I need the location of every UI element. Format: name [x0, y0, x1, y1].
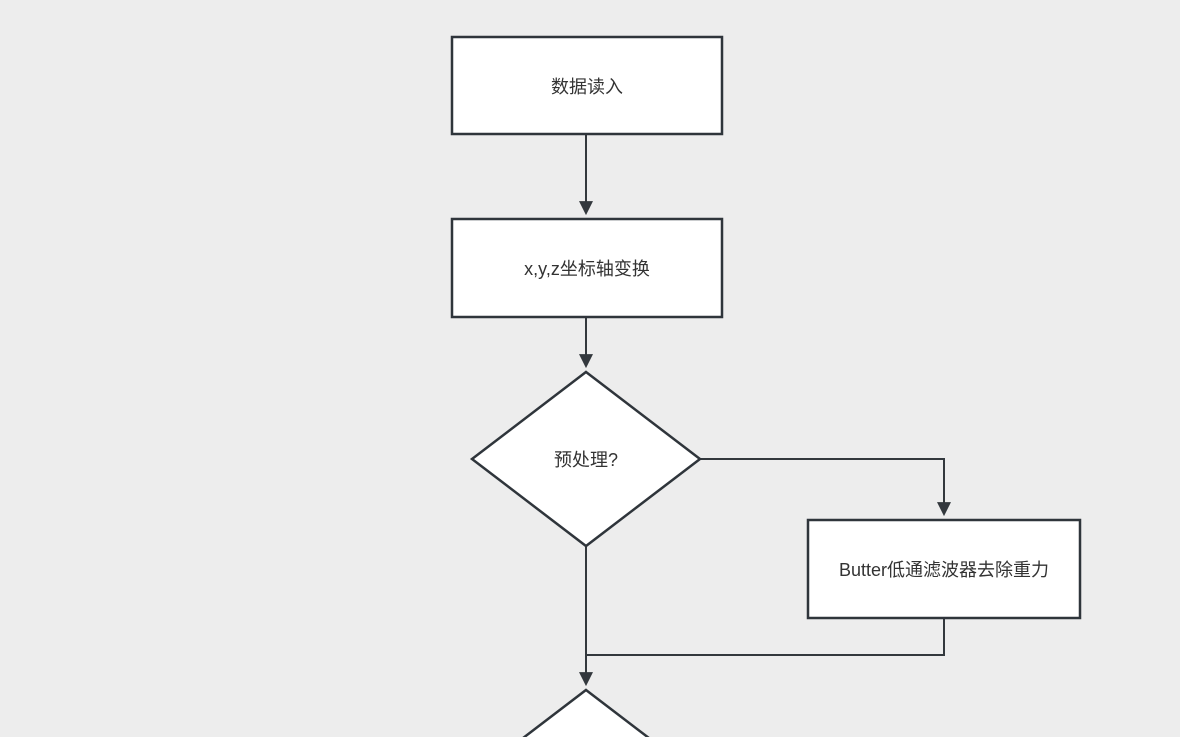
- connector-decision-to-butter[interactable]: [700, 458, 951, 517]
- node-xyz-transform-label: x,y,z坐标轴变换: [524, 259, 650, 279]
- node-read-data[interactable]: [450, 35, 724, 136]
- connector-butter-return[interactable]: [587, 619, 945, 656]
- node-bottom-decision[interactable]: [472, 688, 700, 737]
- node-preprocess-decision[interactable]: [469, 370, 703, 548]
- node-xyz-transform[interactable]: [450, 217, 724, 319]
- node-preprocess-decision-label: 预处理?: [554, 450, 618, 470]
- node-butter-filter[interactable]: [806, 518, 1082, 620]
- node-read-data-label: 数据读入: [551, 77, 623, 97]
- node-butter-filter-label: Butter低通滤波器去除重力: [839, 560, 1049, 580]
